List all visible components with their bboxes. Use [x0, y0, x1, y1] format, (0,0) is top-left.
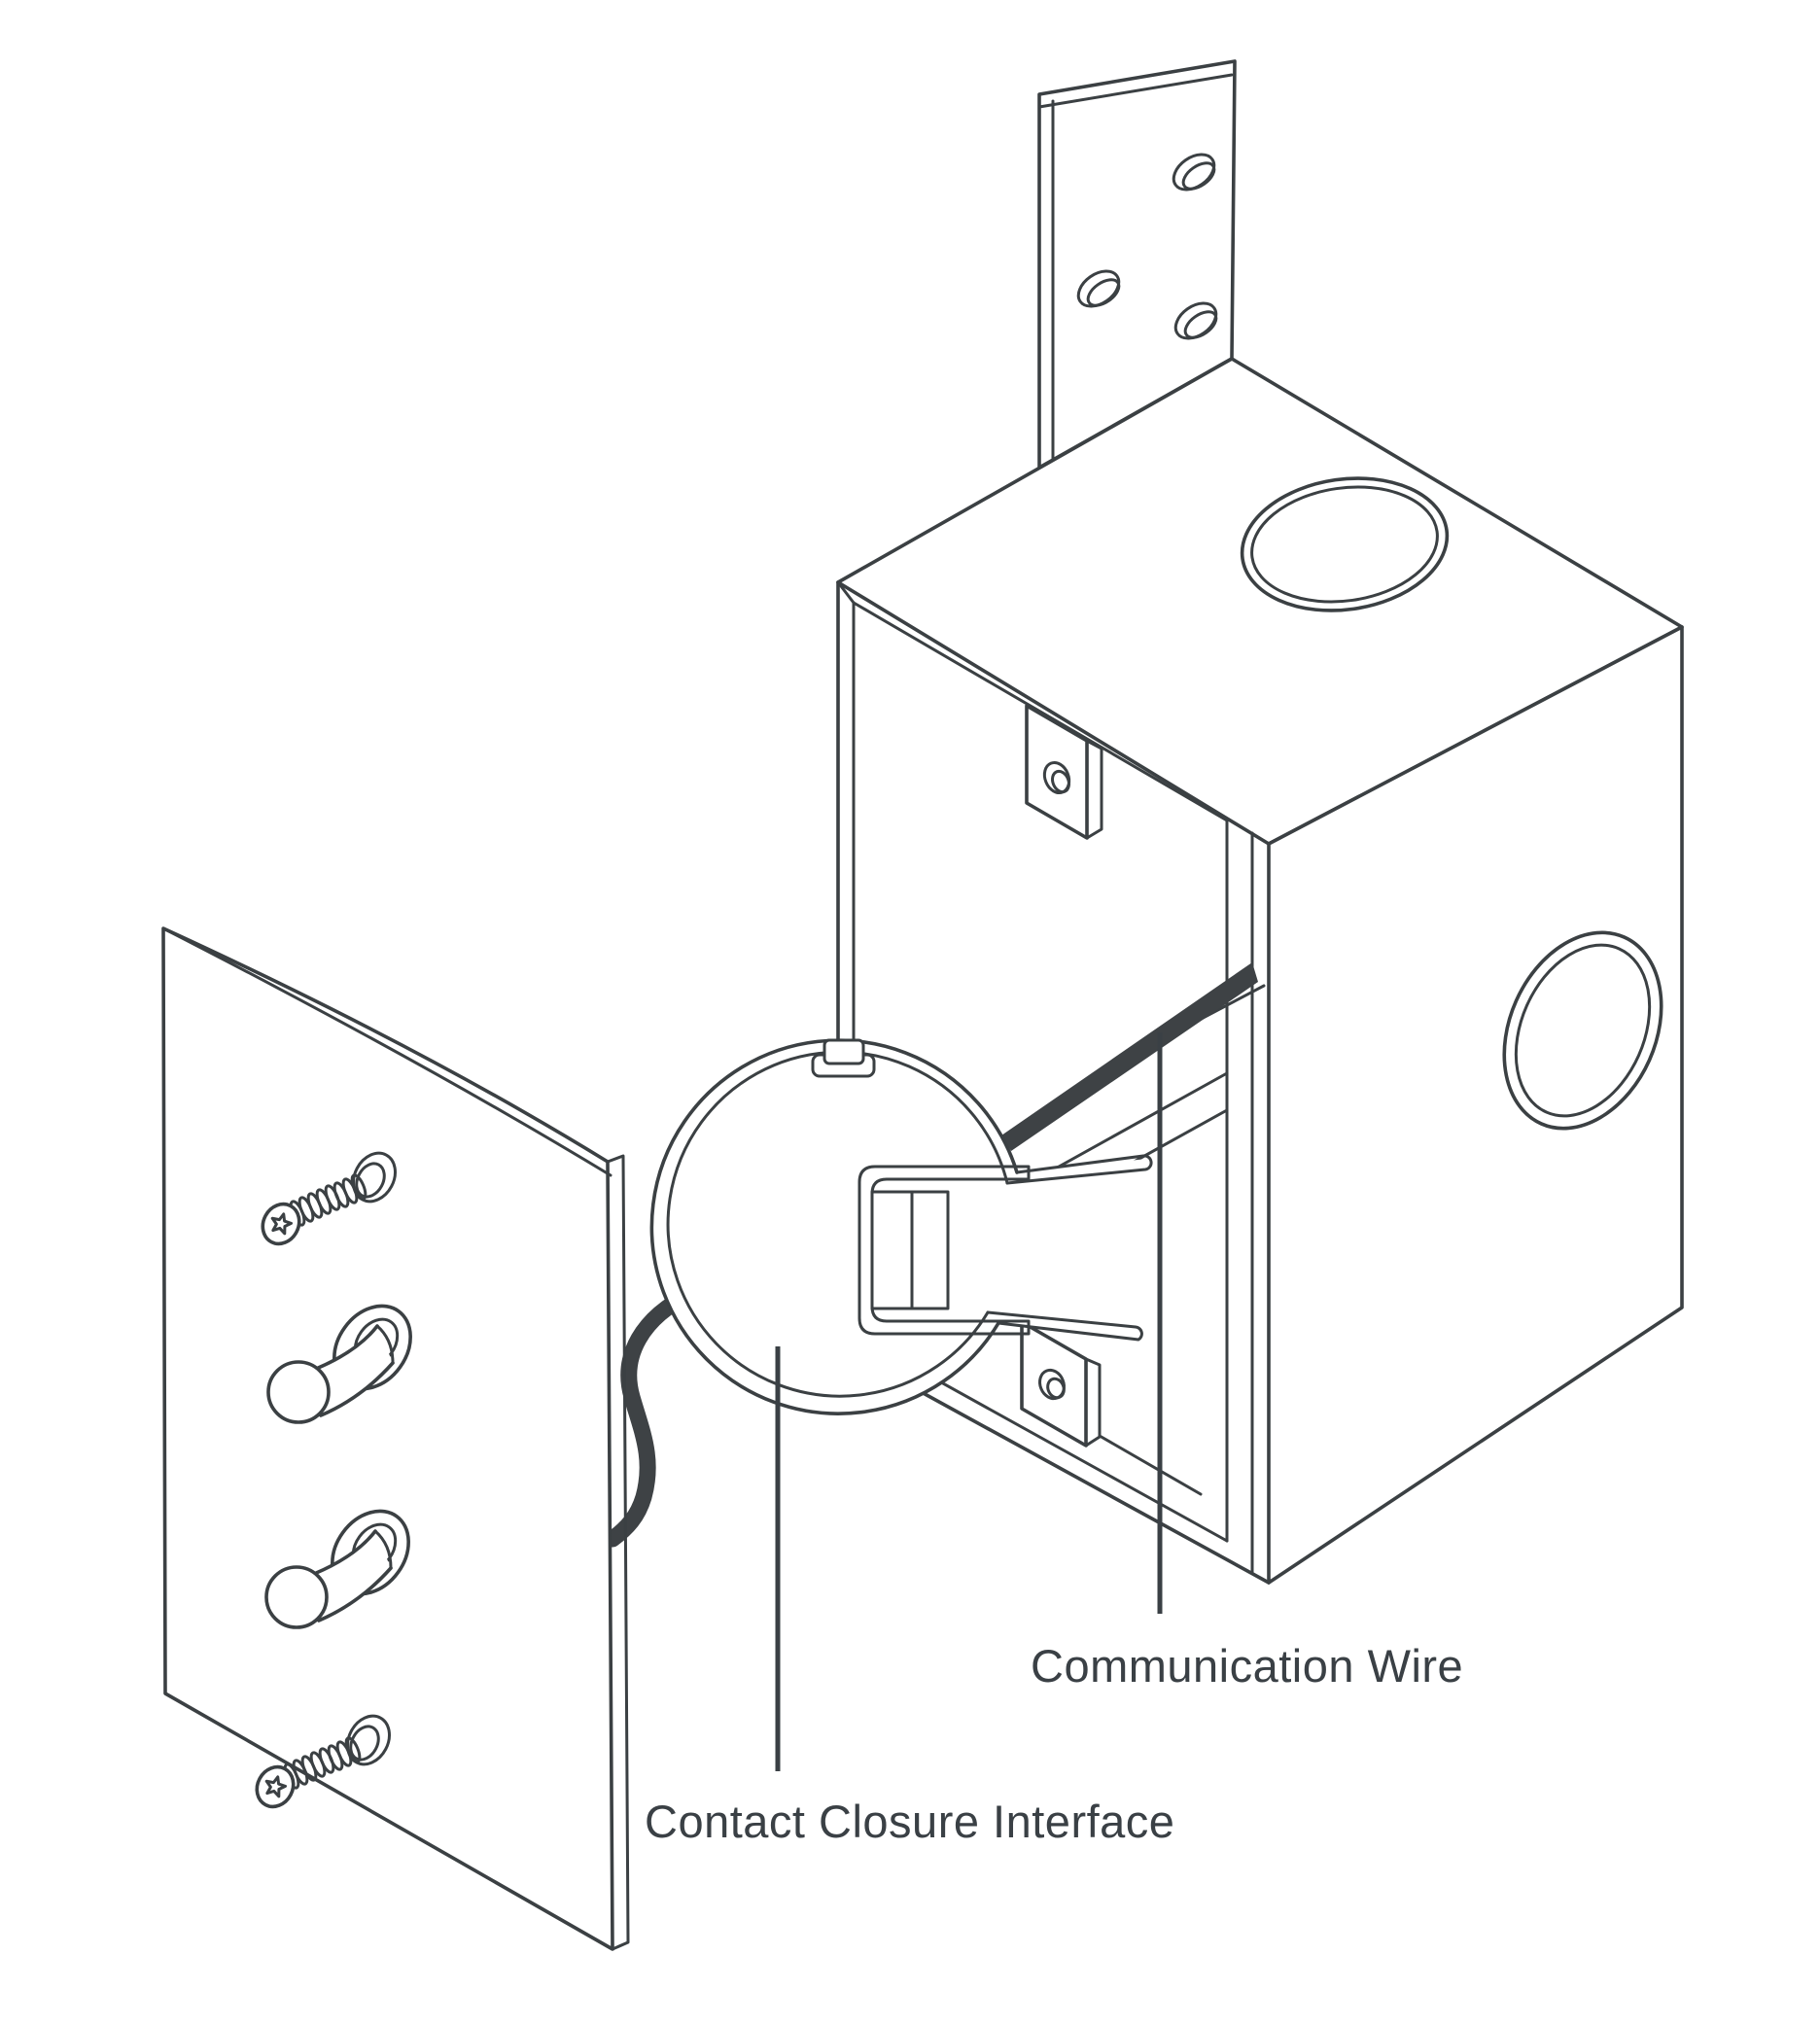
- top-knockout-hole: [1240, 476, 1450, 612]
- mounting-screw: [255, 1714, 391, 1809]
- toggle-switch: [264, 1509, 410, 1629]
- torx-star-icon: [264, 1775, 288, 1798]
- interface-wire: [604, 1284, 701, 1548]
- bracket-hole: [1172, 153, 1216, 192]
- screw-threads: [289, 1173, 368, 1227]
- bracket-hole: [1173, 301, 1218, 340]
- communication-wire: [1001, 962, 1258, 1151]
- box-mounting-tab-bottom: [1020, 1320, 1102, 1448]
- bracket-hole: [1076, 269, 1121, 308]
- box-right-face: [1267, 625, 1684, 1585]
- wall-plate: [161, 926, 630, 1951]
- interface-connector: [858, 1165, 1031, 1336]
- mounting-screw: [261, 1151, 397, 1246]
- label-communication-wire: Communication Wire: [1031, 1640, 1463, 1692]
- torx-star-icon: [270, 1212, 294, 1236]
- side-knockout-hole: [1502, 930, 1663, 1131]
- screw-threads: [283, 1736, 362, 1790]
- contact-closure-interface-device: [649, 1038, 1153, 1415]
- junction-box: [836, 357, 1684, 1585]
- toggle-switch: [266, 1304, 412, 1424]
- interface-top-tab: [811, 1038, 876, 1078]
- box-mounting-tab-top: [1025, 704, 1103, 840]
- label-contact-closure-interface: Contact Closure Interface: [645, 1796, 1174, 1847]
